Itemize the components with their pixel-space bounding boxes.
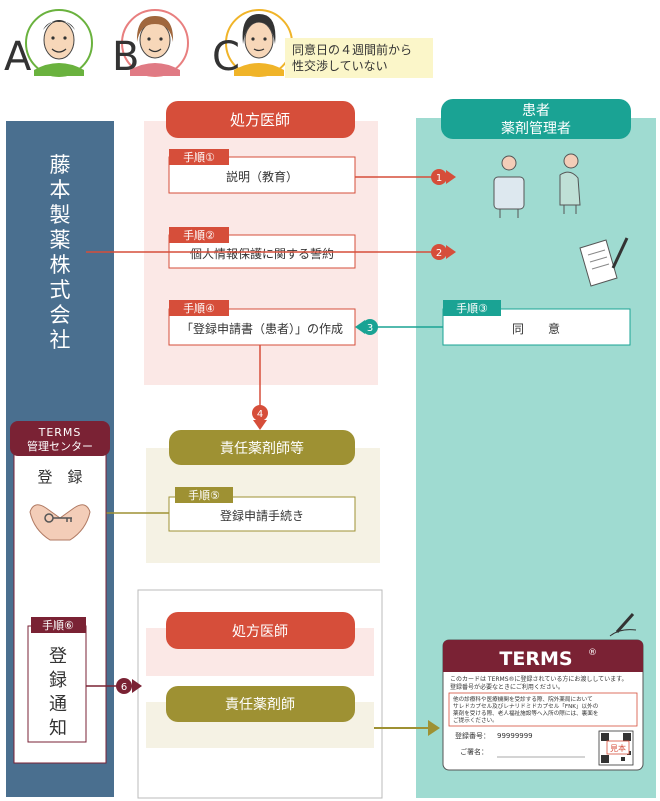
arrow-3-head (355, 320, 365, 334)
card-reg-mark: ® (588, 648, 597, 658)
card-reg-number: 99999999 (497, 732, 533, 740)
arrow-4-number: 4 (257, 409, 263, 420)
arrow-1-head (446, 170, 456, 184)
step1-text: 説明（教育） (226, 169, 298, 184)
arrow-2-head (446, 245, 456, 259)
card-notice2: サレドカプセル及びレナリドミドカプセル「FNK」以外の (453, 702, 599, 710)
pharmacist-header (169, 430, 355, 465)
arrow-6-badge (116, 678, 132, 694)
sample-stamp (606, 740, 630, 755)
company-char: 会 (50, 303, 71, 327)
company-char: 製 (50, 203, 71, 227)
arrow-4-badge (252, 405, 268, 421)
patient-b-letter: B (112, 34, 139, 80)
card-notice4: ご提示ください。 (453, 716, 498, 724)
step2-tag (169, 227, 229, 243)
patient-header (441, 99, 631, 139)
arrow-2-badge (431, 244, 447, 260)
terms-center-header-line2: 管理センター (27, 439, 93, 453)
pen-icon (609, 613, 637, 637)
company-char: 社 (50, 328, 71, 352)
patient-header-line1: 患者 (522, 103, 550, 119)
step6-char: 登 (49, 646, 67, 667)
card-reg-label: 登録番号： (455, 731, 490, 740)
arrow-3-badge (362, 319, 378, 335)
pharmacist-header-label: 責任薬剤師等 (220, 440, 304, 457)
patient-c-note-box (285, 38, 433, 78)
bottom-pharmacist-header (166, 686, 355, 722)
step2-tag-label: 手順② (183, 228, 215, 242)
arrow-3-number: 3 (367, 323, 373, 334)
patient-a-letter: A (4, 34, 32, 80)
arrow-1-badge (431, 169, 447, 185)
step4-tag-label: 手順④ (183, 301, 215, 315)
card-sample-stamp: 見本 (610, 743, 626, 753)
step2-text: 個人情報保護に関する誓約 (190, 246, 334, 261)
terms-card: TERMS ® このカードは TERMS®に登録されている方にお渡ししています。… (442, 639, 644, 771)
company-char: 藤 (50, 153, 71, 177)
document-pen-icon (579, 237, 629, 287)
step1-tag (169, 149, 229, 165)
bottom-prescriber-label: 処方医師 (232, 624, 288, 640)
bottom-pharmacist-label: 責任薬剤師 (225, 697, 295, 713)
patient-header-line2: 薬剤管理者 (501, 121, 571, 137)
patient-c-letter: C (212, 34, 240, 80)
arrow-6-number: 6 (121, 682, 127, 693)
step6-char: 通 (49, 694, 67, 715)
patient-b-avatar (121, 9, 189, 77)
company-char: 薬 (50, 228, 71, 252)
step3-tag (443, 300, 501, 316)
arrow-4-head (253, 420, 267, 430)
company-name: 藤 本 製 薬 株 式 会 社 (50, 153, 71, 352)
step5-tag (175, 487, 233, 503)
prescriber-header-label: 処方医師 (230, 111, 290, 129)
doctor-patient-illustration (493, 153, 581, 218)
patient-c-note-line2: 性交渉していない (292, 58, 388, 73)
patient-c-avatar (225, 9, 293, 77)
arrow-6-head (132, 679, 142, 693)
step3-text: 同 意 (512, 321, 560, 336)
terms-center-register: 登 録 (37, 468, 82, 486)
step6-char: 知 (49, 718, 67, 739)
step5-tag-label: 手順⑤ (188, 488, 220, 502)
terms-center-header-line1: TERMS (38, 426, 82, 439)
card-sign-label: ご署名： (460, 747, 488, 756)
step3-tag-label: 手順③ (456, 301, 488, 315)
terms-center-header (10, 421, 110, 456)
bottom-prescriber-header (166, 612, 355, 649)
step6-char: 録 (49, 670, 67, 691)
step1-tag-label: 手順① (183, 150, 215, 164)
card-notice1: 他の診療科や医療機関を受診する際、院外薬局において (453, 695, 593, 703)
prescriber-header (166, 101, 355, 138)
step6-tag-label: 手順⑥ (42, 618, 74, 632)
card-line2: 登録番号が必要なときにご利用ください。 (450, 683, 564, 691)
step6-tag (31, 617, 86, 633)
arrow-2-number: 2 (436, 248, 442, 259)
company-char: 本 (50, 178, 71, 202)
step5-text: 登録申請手続き (220, 508, 304, 523)
company-char: 式 (50, 278, 71, 302)
card-line1: このカードは TERMS®に登録されている方にお渡ししています。 (450, 675, 628, 683)
card-title: TERMS (499, 648, 572, 670)
card-notice3: 薬剤を受ける際、老人福祉施設等へ入所の際には、裏面を (453, 709, 598, 717)
step4-text: 「登録申請書（患者）」の作成 (181, 321, 343, 336)
patient-c-note-line1: 同意日の４週間前から (292, 42, 412, 57)
company-char: 株 (50, 253, 71, 277)
hands-key-icon (29, 504, 91, 541)
patient-a-avatar (25, 9, 93, 77)
step4-tag (169, 300, 229, 316)
arrow-1-number: 1 (436, 173, 442, 184)
card-arrow-head (428, 720, 440, 736)
